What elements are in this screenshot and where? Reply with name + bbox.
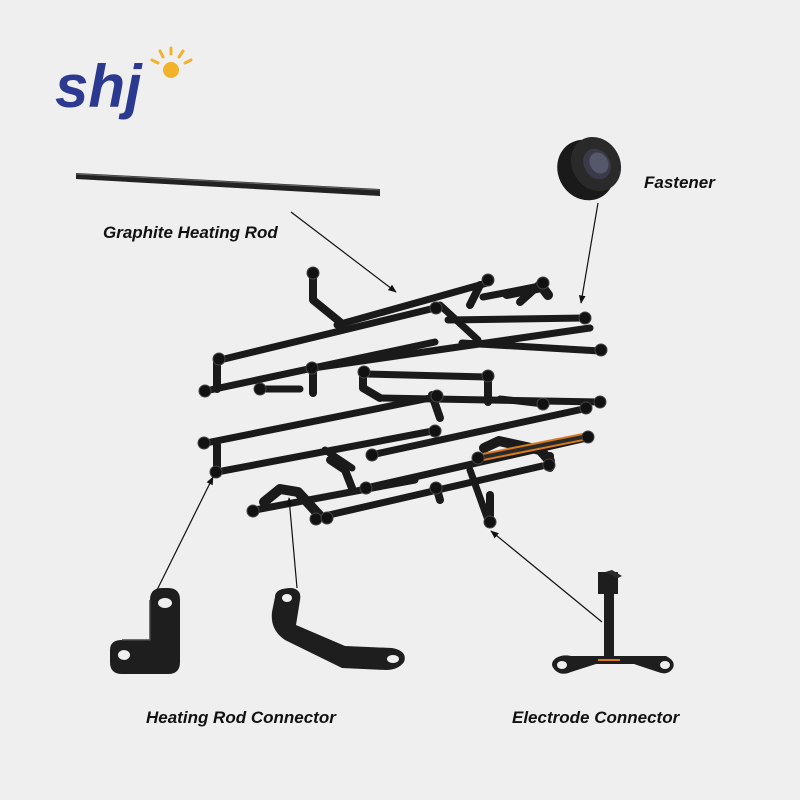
fastener-part [557, 136, 622, 201]
pointer-heating-rod-connector-right [286, 497, 298, 589]
label-graphite-heating-rod: Graphite Heating Rod [103, 223, 278, 242]
electrode-connector-part [552, 570, 674, 674]
upper-heating-rods [206, 279, 604, 408]
sun-icon [150, 46, 193, 78]
heating-rod-connector-l-bracket [110, 588, 180, 674]
rod-joints [197, 266, 608, 529]
brand-logo-text: shj [55, 53, 143, 120]
pointer-electrode-connector [490, 530, 603, 623]
label-fastener: Fastener [644, 173, 715, 192]
lower-rod-link [259, 484, 325, 521]
pointer-fastener [578, 202, 599, 304]
label-electrode-connector: Electrode Connector [512, 708, 680, 727]
highlighted-rod-core [476, 435, 585, 460]
lower-electrode-link [479, 436, 555, 466]
brand-logo: shj [55, 46, 193, 120]
pointer-heating-rod-connector-left [156, 476, 214, 591]
pointer-graphite-heating-rod [290, 211, 397, 293]
heater-assembly [202, 269, 604, 525]
heating-rod-connector-bent-bar [271, 588, 405, 670]
callout-pointers [156, 202, 603, 623]
lower-heating-rods [202, 393, 604, 524]
graphite-heating-rod-part [75, 173, 381, 196]
label-heating-rod-connector: Heating Rod Connector [146, 708, 336, 727]
